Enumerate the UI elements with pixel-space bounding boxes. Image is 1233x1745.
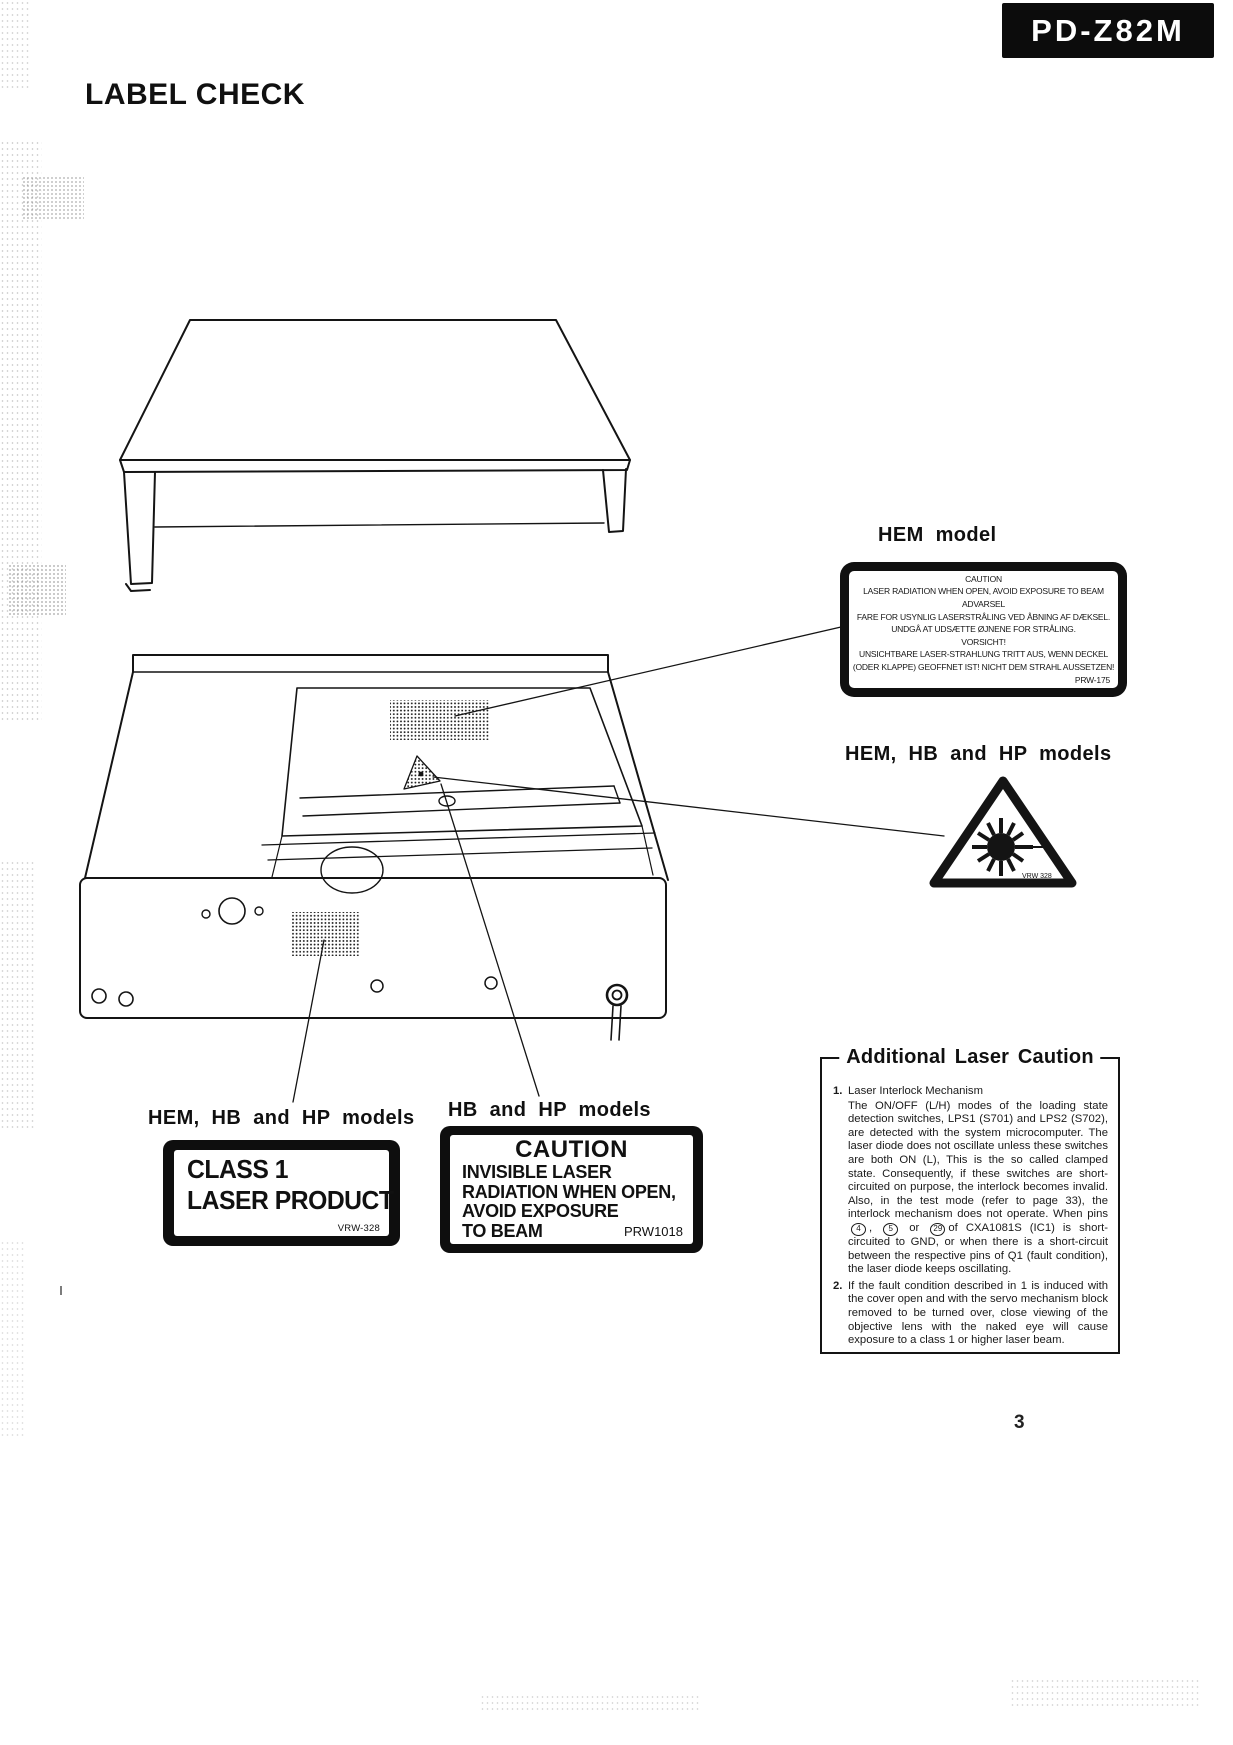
- circled-pin-29-icon: 29: [930, 1222, 946, 1236]
- paragraph-text: of CXA1081S (IC1) is short-circuited to …: [848, 1221, 1109, 1276]
- caution-line-1: INVISIBLE LASER: [462, 1162, 612, 1182]
- hem-label-line-german-2: (ODER KLAPPE) GEOFFNET IST! NICHT DEM ST…: [852, 661, 1115, 672]
- item-number: 2.: [833, 1279, 843, 1292]
- class1-laser-product-label: CLASS 1 LASER PRODUCT VRW-328: [163, 1140, 400, 1246]
- caution-label-title: CAUTION: [515, 1136, 628, 1163]
- hem-label-line-danish-1: FARE FOR USYNLIG LASERSTRÅLING VED ÅBNIN…: [856, 611, 1111, 622]
- circled-pin-4-icon: 4: [851, 1222, 866, 1236]
- page-number: 3: [1014, 1412, 1025, 1433]
- model-badge: PD-Z82M: [1002, 3, 1214, 58]
- leader-lines: [292, 626, 945, 1103]
- front-label-area-hatched: [292, 912, 360, 956]
- item-number: 1.: [833, 1085, 843, 1097]
- hem-label-line-german-1: UNSICHTBARE LASER-STRAHLUNG TRITT AUS, W…: [859, 649, 1108, 660]
- hem-label-line-advarsel: ADVARSEL: [961, 599, 1006, 610]
- player-chassis-drawing: [79, 654, 669, 1041]
- invisible-laser-caution-label: CAUTION INVISIBLE LASER RADIATION WHEN O…: [440, 1126, 703, 1253]
- laser-interlock-title: Laser Interlock Mechanism: [848, 1085, 983, 1097]
- hem-caution-label-text: CAUTION LASER RADIATION WHEN OPEN, AVOID…: [849, 571, 1118, 688]
- power-cord-connector: [605, 983, 629, 1041]
- additional-laser-caution-box: Additional Laser Caution 1. Laser Interl…: [820, 1046, 1120, 1354]
- class1-label-text: CLASS 1 LASER PRODUCT VRW-328: [174, 1150, 394, 1236]
- circled-pin-5-icon: 5: [883, 1222, 899, 1236]
- laser-interlock-paragraph: The ON/OFF (L/H) modes of the loading st…: [848, 1100, 1108, 1277]
- class1-part-number: VRW-328: [337, 1223, 380, 1234]
- hem-label-line-vorsicht: VORSICHT!: [961, 636, 1006, 647]
- separator: ,: [869, 1221, 881, 1234]
- triangle-models-heading: HEM, HB and HP models: [845, 743, 1112, 765]
- hem-label-line-english: LASER RADIATION WHEN OPEN, AVOID EXPOSUR…: [863, 586, 1104, 597]
- class1-line-2: LASER PRODUCT: [187, 1185, 394, 1215]
- fault-condition-paragraph: If the fault condition described in 1 is…: [848, 1279, 1108, 1347]
- additional-laser-caution-title: Additional Laser Caution: [839, 1046, 1101, 1069]
- laser-starburst-icon: [972, 818, 1048, 876]
- deck-label-area-hatched: [390, 700, 490, 740]
- fault-condition-item: 2. If the fault condition described in 1…: [833, 1280, 1108, 1348]
- laser-interlock-item: 1. Laser Interlock Mechanism The ON/OFF …: [833, 1085, 1108, 1277]
- class1-line-1: CLASS 1: [187, 1154, 288, 1184]
- paragraph-text: The ON/OFF (L/H) modes of the loading st…: [848, 1099, 1108, 1221]
- caution-line-2: RADIATION WHEN OPEN,: [462, 1181, 676, 1202]
- caution-models-heading: HB and HP models: [448, 1099, 651, 1121]
- caution-label-text: CAUTION INVISIBLE LASER RADIATION WHEN O…: [450, 1135, 693, 1244]
- scan-noise: [60, 1286, 62, 1295]
- page-title: LABEL CHECK: [85, 78, 305, 111]
- separator: or: [901, 1221, 928, 1234]
- hem-label-line-danish-2: UNDGÅ AT UDSÆTTE ØJNENE FOR STRÅLING.: [891, 624, 1076, 635]
- additional-laser-caution-body: 1. Laser Interlock Mechanism The ON/OFF …: [833, 1085, 1108, 1351]
- class1-models-heading: HEM, HB and HP models: [148, 1107, 415, 1129]
- hem-caution-label: CAUTION LASER RADIATION WHEN OPEN, AVOID…: [840, 562, 1127, 697]
- hem-label-line-caution: CAUTION: [965, 573, 1002, 584]
- triangle-part-number: VRW 328: [1022, 873, 1052, 880]
- player-cover-drawing: [119, 319, 631, 592]
- hem-model-heading: HEM model: [878, 524, 997, 546]
- hem-label-part-number: PRW-175: [1074, 674, 1110, 685]
- laser-warning-triangle-icon: VRW 328: [929, 776, 1077, 888]
- caution-line-3: AVOID EXPOSURE: [462, 1201, 619, 1222]
- caution-part-number: PRW1018: [623, 1224, 683, 1239]
- caution-line-4: TO BEAM: [462, 1220, 543, 1241]
